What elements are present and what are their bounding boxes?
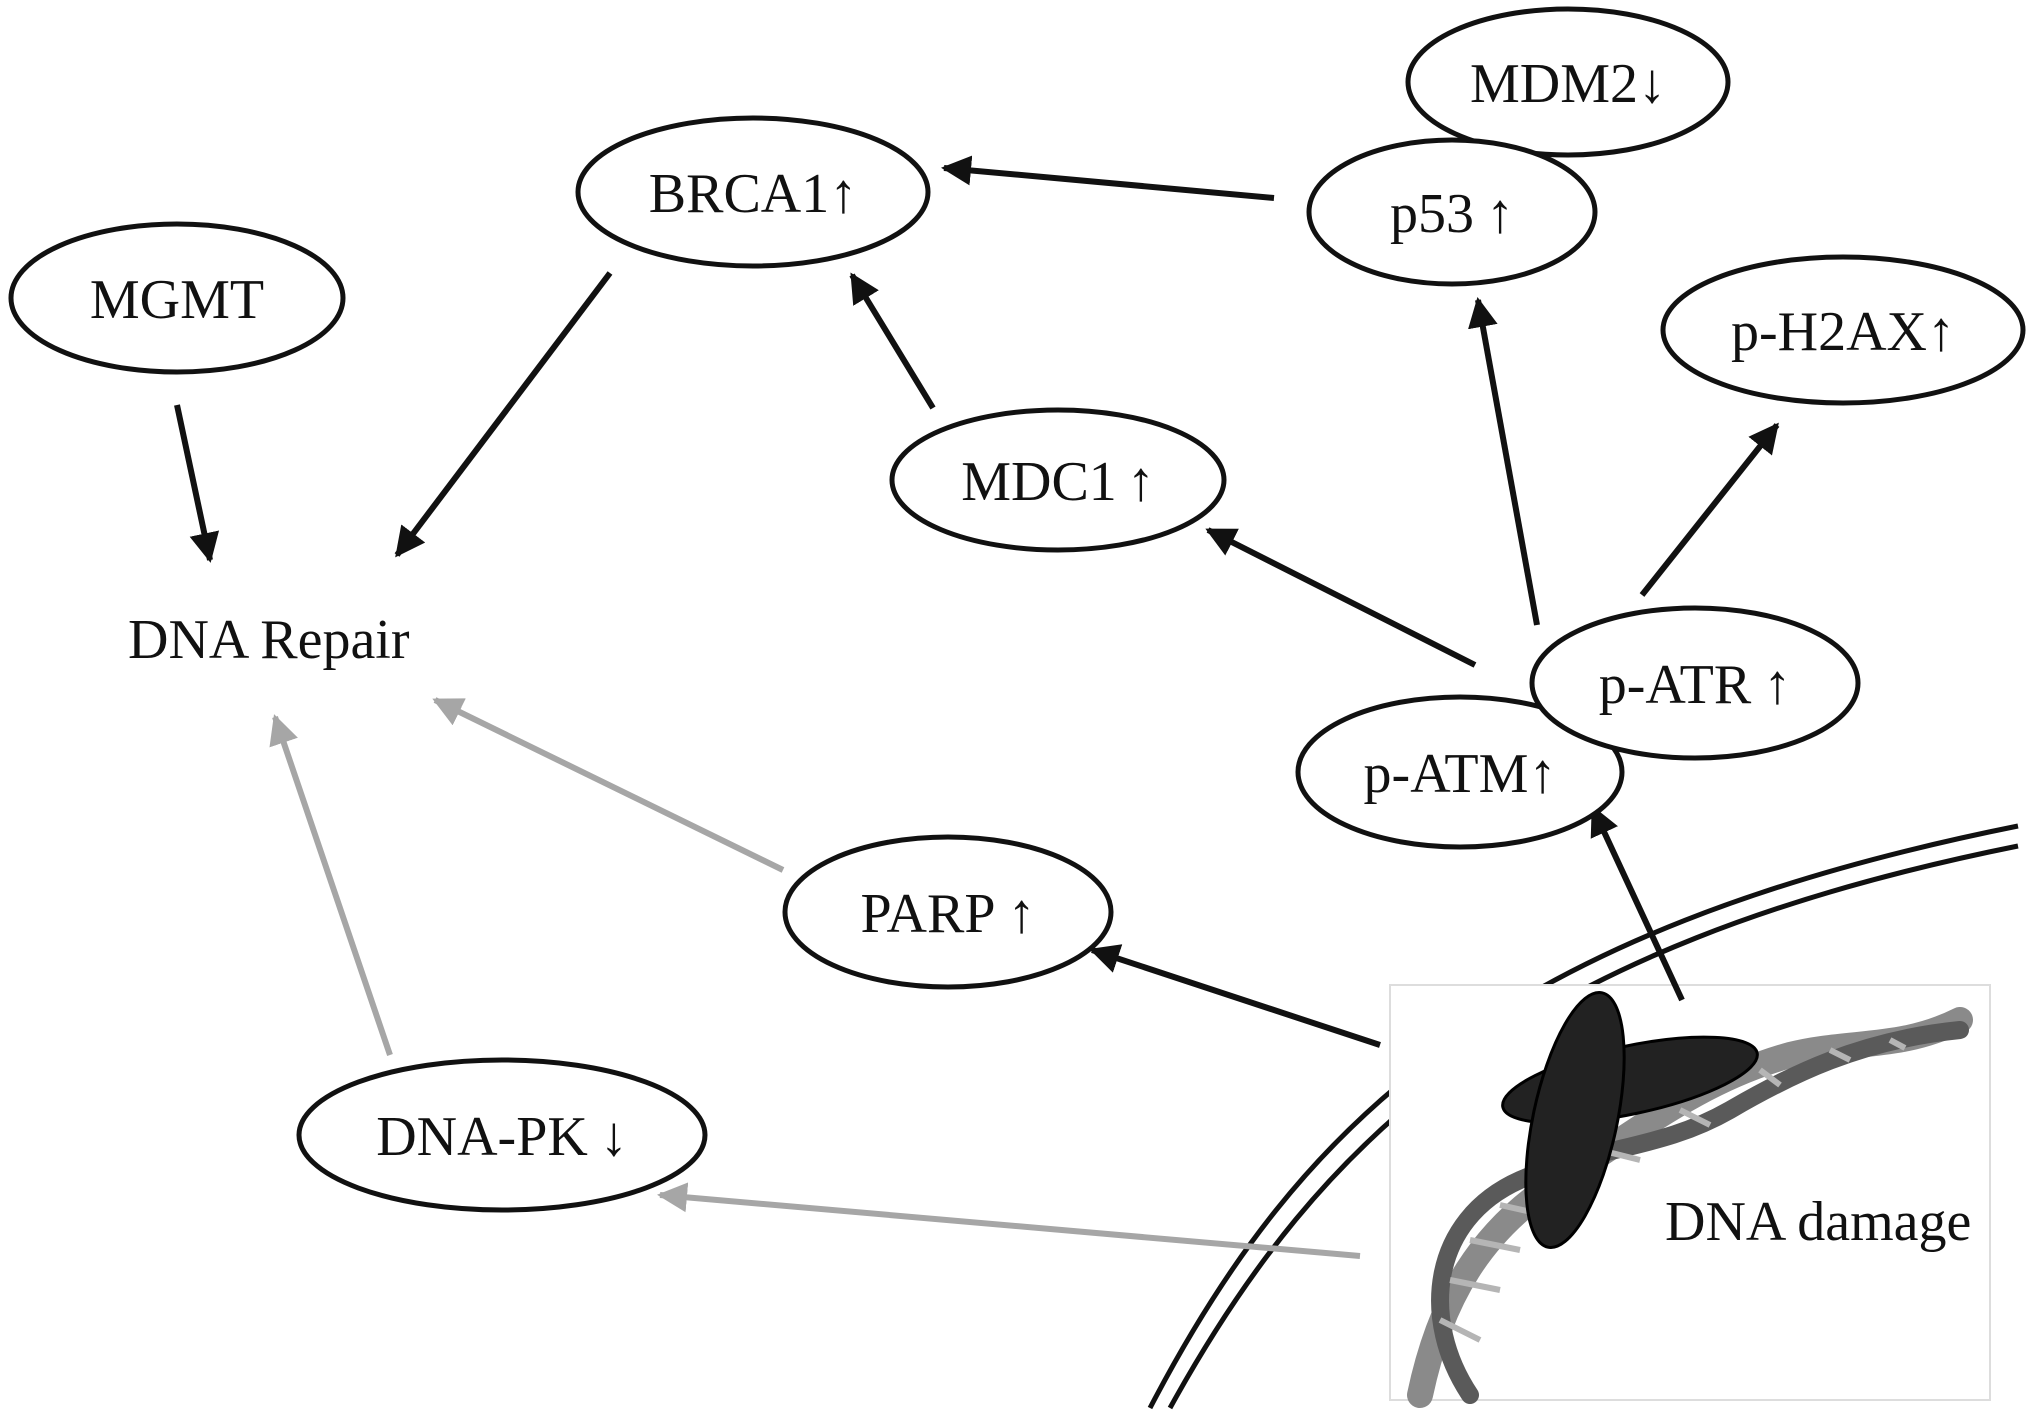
up-arrow-icon: ↑ [829, 163, 857, 225]
node-dnapk: DNA-PK↓ [296, 1057, 708, 1213]
node-p53: p53↑ [1306, 137, 1598, 287]
down-arrow-icon: ↓ [600, 1106, 628, 1168]
svg-text:MDC1↑: MDC1↑ [961, 451, 1155, 513]
node-label: PARP [861, 883, 996, 945]
node-label: p-ATR [1599, 654, 1752, 716]
node-mdc1: MDC1↑ [889, 407, 1227, 553]
edge-patr-to-ph2ax [1639, 422, 1780, 597]
edge-parp-to-dna-repair [432, 697, 785, 873]
node-label: BRCA1 [649, 163, 830, 225]
edge-patm-to-mdc1 [1205, 527, 1477, 668]
svg-text:PARP↑: PARP↑ [861, 883, 1036, 945]
node-label: MDM2 [1470, 53, 1638, 115]
node-brca1: BRCA1↑ [575, 115, 931, 269]
svg-text:DNA-PK↓: DNA-PK↓ [376, 1106, 628, 1168]
svg-text:p-H2AX↑: p-H2AX↑ [1731, 301, 1955, 363]
up-arrow-icon: ↑ [1927, 301, 1955, 363]
dna-repair-label: DNA Repair [128, 609, 410, 671]
edge-dna-damage-to-dnapk [657, 1182, 1361, 1259]
svg-text:BRCA1↑: BRCA1↑ [649, 163, 858, 225]
node-label: p-H2AX [1731, 301, 1927, 363]
svg-text:p53↑: p53↑ [1390, 183, 1514, 245]
edge-dnapk-to-dna-repair [269, 714, 393, 1056]
up-arrow-icon: ↑ [1486, 183, 1514, 245]
node-parp: PARP↑ [782, 834, 1114, 990]
node-label: p-ATM [1364, 743, 1529, 805]
edge-brca1-to-dna-repair [394, 271, 613, 558]
edge-patr-to-p53 [1468, 297, 1540, 626]
svg-text:MGMT: MGMT [90, 269, 264, 331]
node-mdm2: MDM2↓ [1405, 6, 1731, 158]
svg-text:MDM2↓: MDM2↓ [1470, 53, 1666, 115]
dna-damage-label: DNA damage [1665, 1191, 1971, 1253]
up-arrow-icon: ↑ [1528, 743, 1556, 805]
node-label: MDC1 [961, 451, 1117, 513]
edge-mgmt-to-dna-repair [174, 404, 220, 563]
node-label: MGMT [90, 269, 264, 331]
edges [174, 155, 1780, 1259]
edge-p53-to-brca1 [941, 155, 1275, 201]
node-patm: p-ATM↑ [1295, 694, 1625, 850]
up-arrow-icon: ↑ [1007, 883, 1035, 945]
down-arrow-icon: ↓ [1638, 53, 1666, 115]
node-label: p53 [1390, 183, 1474, 245]
up-arrow-icon: ↑ [1127, 451, 1155, 513]
svg-text:p-ATR↑: p-ATR↑ [1599, 654, 1791, 716]
dna-damage-image: DNA damage [1389, 984, 1991, 1408]
damage-x-mark [1501, 991, 1759, 1249]
node-ph2ax: p-H2AX↑ [1660, 254, 2026, 406]
node-mgmt: MGMT [8, 221, 346, 375]
node-patr: p-ATR↑ [1529, 605, 1861, 761]
svg-text:p-ATM↑: p-ATM↑ [1364, 743, 1557, 805]
up-arrow-icon: ↑ [1763, 654, 1791, 716]
dna-strand-2 [1431, 1021, 1969, 1404]
edge-dna-damage-to-parp [1089, 944, 1381, 1048]
node-label: DNA-PK [376, 1106, 588, 1168]
edge-mdc1-to-brca1 [849, 272, 936, 410]
edge-dna-damage-to-patm [1590, 805, 1685, 1002]
